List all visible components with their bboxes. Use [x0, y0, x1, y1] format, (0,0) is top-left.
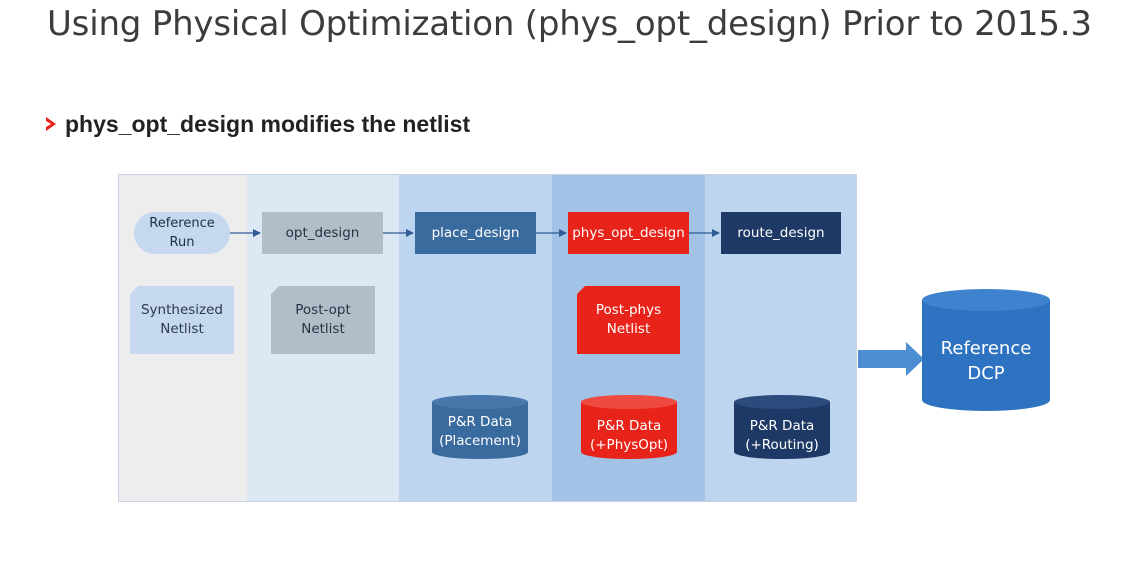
- bullet-text: phys_opt_design modifies the netlist: [65, 110, 471, 137]
- physopt-database-icon: [581, 395, 677, 459]
- reference-run-node: Reference Run: [134, 212, 230, 254]
- post-opt-netlist-label: Post-opt Netlist: [295, 302, 351, 337]
- routing-database-label: P&R Data (+Routing): [745, 418, 819, 453]
- opt-design-label: opt_design: [285, 224, 360, 241]
- route-design-node: route_design: [721, 212, 841, 254]
- post-phys-netlist-shape: [577, 286, 680, 354]
- route-design-label: route_design: [737, 224, 825, 241]
- post-opt-netlist-shape: [271, 286, 375, 354]
- arrow-to-dcp: [858, 342, 924, 376]
- placement-database-icon: [432, 395, 528, 459]
- phys-opt-design-label: phys_opt_design: [572, 224, 685, 241]
- synthesized-netlist-shape: [130, 286, 234, 354]
- reference-dcp-icon: [922, 289, 1050, 411]
- phys-opt-design-node: phys_opt_design: [568, 212, 689, 254]
- reference-run-label: Reference Run: [149, 216, 215, 250]
- place-design-node: place_design: [415, 212, 536, 254]
- routing-database-icon: [734, 395, 830, 459]
- synthesized-netlist-label: Synthesized Netlist: [140, 302, 223, 337]
- opt-design-node: opt_design: [262, 212, 383, 254]
- place-design-label: place_design: [431, 224, 520, 241]
- placement-database-label: P&R Data (Placement): [439, 414, 521, 449]
- bullet-point: phys_opt_design modifies the netlist: [44, 110, 470, 138]
- reference-dcp-label: Reference DCP: [940, 338, 1032, 384]
- post-phys-netlist-label: Post-phys Netlist: [595, 302, 662, 337]
- slide-title: Using Physical Optimization (phys_opt_de…: [47, 4, 1092, 44]
- physopt-database-label: P&R Data (+PhysOpt): [589, 418, 669, 453]
- chevron-right-icon: [46, 117, 56, 131]
